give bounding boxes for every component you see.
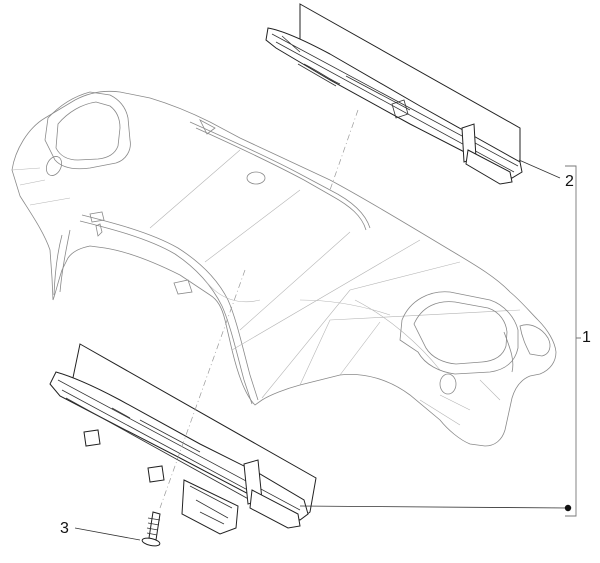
handlebar-cover bbox=[11, 90, 557, 447]
instrument-cluster-upper bbox=[265, 3, 523, 185]
assembly-axis-lower bbox=[159, 269, 246, 509]
screw bbox=[141, 511, 161, 547]
leader-dot-1 bbox=[564, 504, 572, 512]
callout-1: 1 bbox=[582, 329, 591, 346]
assembly-bracket bbox=[565, 165, 581, 517]
callout-2: 2 bbox=[565, 173, 574, 190]
leader-line-2 bbox=[518, 159, 561, 179]
leader-line-3 bbox=[74, 527, 141, 541]
leader-line-1 bbox=[299, 505, 569, 509]
callout-3: 3 bbox=[60, 520, 69, 537]
instrument-cluster-lower bbox=[49, 343, 317, 535]
assembly-axis-upper bbox=[329, 109, 359, 191]
